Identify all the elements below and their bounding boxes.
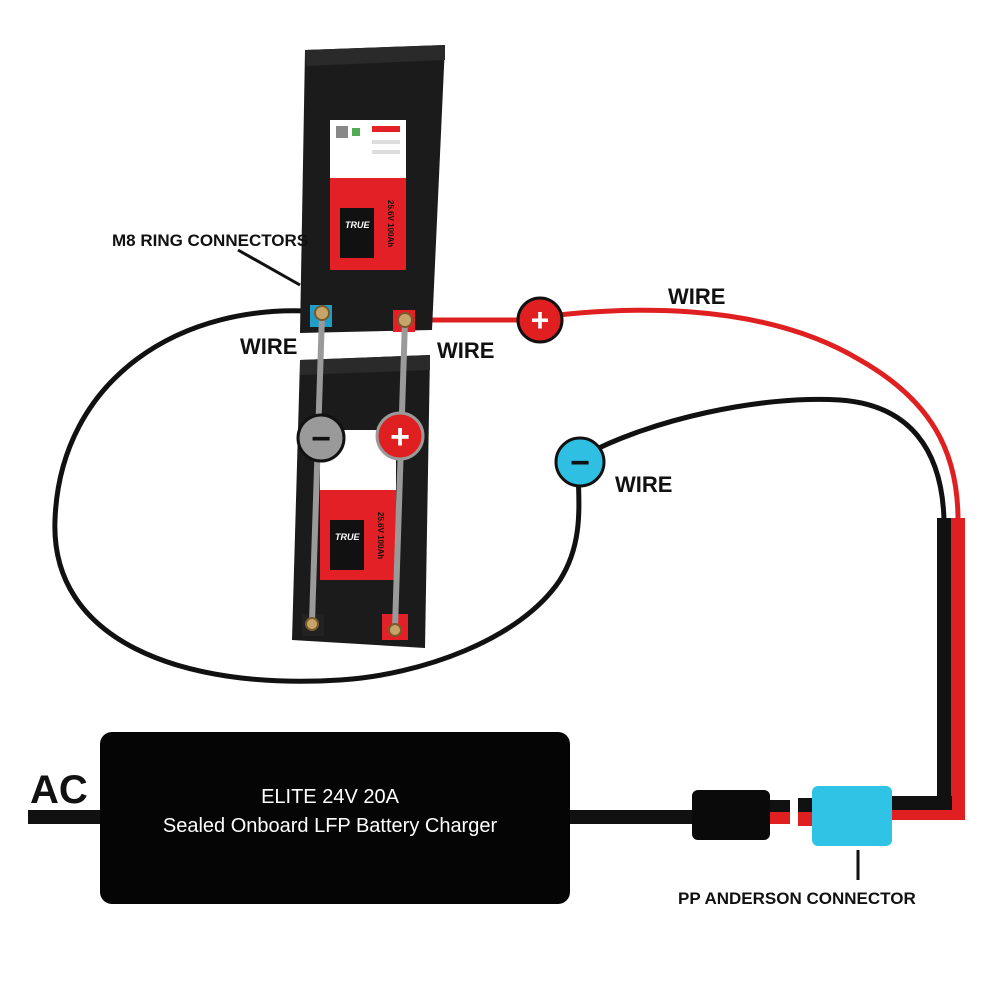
- negative-sign-text: −: [311, 420, 331, 458]
- charger-line1: ELITE 24V 20A: [261, 786, 400, 808]
- label-ac: AC: [30, 768, 88, 812]
- charger-line2: Sealed Onboard LFP Battery Charger: [163, 815, 498, 837]
- anderson-connector: [812, 786, 892, 846]
- positive-sign-text: +: [531, 302, 550, 338]
- positive-symbol-wire: +: [516, 296, 564, 344]
- m8-pointer-line: [237, 248, 301, 287]
- positive-symbol-battery: +: [375, 411, 425, 461]
- cable-jacket-red: [951, 518, 965, 816]
- charger-plug: [692, 790, 770, 840]
- label-wire-left: WIRE: [240, 334, 297, 359]
- positive-sign-battery-text: +: [390, 418, 410, 456]
- cable-bottom-red: [890, 810, 965, 820]
- wire-positive-red: [402, 307, 961, 523]
- label-wire-center: WIRE: [437, 338, 494, 363]
- label-anderson-connector: PP ANDERSON CONNECTOR: [678, 889, 916, 908]
- battery-top-rating: 25.6V 100Ah: [386, 200, 395, 247]
- strap-positive: [392, 319, 408, 629]
- ring-top-positive: [397, 312, 413, 328]
- wire-negative-black: [582, 396, 947, 523]
- battery-bottom-brand: TRUE: [335, 532, 360, 542]
- ring-top-negative: [314, 305, 330, 321]
- label-wire-top-right: WIRE: [668, 284, 725, 309]
- ring-bottom-negative: [305, 617, 319, 631]
- ring-bottom-positive: [388, 623, 402, 637]
- negative-symbol-wire: −: [554, 436, 606, 488]
- negative-sign-wire-text: −: [570, 444, 590, 482]
- strap-negative: [309, 314, 325, 623]
- battery-top-brand: TRUE: [345, 220, 370, 230]
- label-wire-negative: WIRE: [615, 472, 672, 497]
- negative-symbol-battery: −: [296, 413, 346, 463]
- cable-bottom-black: [890, 796, 952, 810]
- battery-bottom-rating: 25.6V 100Ah: [376, 512, 385, 559]
- label-m8-ring-connectors: M8 RING CONNECTORS: [112, 231, 308, 250]
- cable-jacket-black: [937, 518, 951, 816]
- battery-top: TRUE 25.6V 100Ah: [300, 45, 445, 333]
- ac-cable: [28, 810, 103, 824]
- wire-series-black: [52, 308, 582, 684]
- dc-cable: [568, 810, 698, 824]
- charger-body: [100, 732, 570, 904]
